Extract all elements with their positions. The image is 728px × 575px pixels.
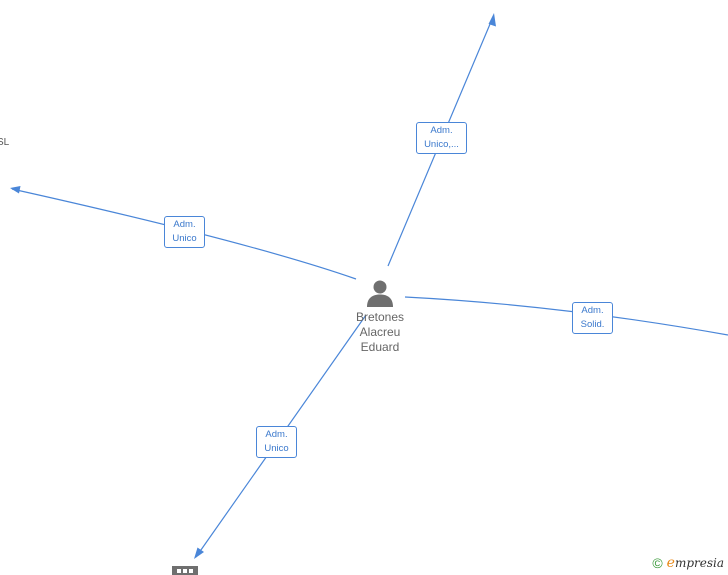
copyright-icon: ©: [652, 555, 663, 571]
edge-line-right: [404, 296, 728, 336]
person-name-line-2: Alacreu: [359, 325, 401, 339]
edge-label-right-line-1: Adm.: [581, 305, 604, 316]
edge-line-left: [11, 188, 357, 280]
arrow-head-up: [488, 13, 496, 27]
person-node[interactable]: Bretones Alacreu Eduard: [340, 278, 420, 355]
person-icon: [367, 280, 393, 307]
edge-label-up[interactable]: Adm. Unico,...: [416, 122, 467, 154]
edge-label-right-line-2: Solid.: [580, 319, 605, 330]
edge-label-up-line-2: Unico,...: [424, 139, 459, 150]
building-icon[interactable]: [172, 566, 198, 575]
edge-label-left-line-1: Adm.: [173, 219, 196, 230]
watermark: © e mpresia: [652, 555, 724, 571]
brand-name: mpresia: [674, 556, 724, 570]
edge-label-down-line-2: Unico: [264, 443, 289, 454]
edge-label-down[interactable]: Adm. Unico: [256, 426, 297, 458]
arrow-head-down: [194, 547, 204, 559]
person-name-line-3: Eduard: [360, 340, 400, 354]
edge-label-down-line-1: Adm.: [265, 429, 288, 440]
arrow-head-left: [10, 186, 21, 194]
edge-label-left[interactable]: Adm. Unico: [164, 216, 205, 248]
edge-label-up-line-1: Adm.: [430, 125, 453, 136]
person-name-line-1: Bretones: [355, 310, 405, 324]
brand-letter: e: [666, 555, 675, 571]
edge-label-right[interactable]: Adm. Solid.: [572, 302, 613, 334]
partial-company-name[interactable]: SL: [0, 137, 10, 148]
edge-label-left-line-2: Unico: [172, 233, 197, 244]
